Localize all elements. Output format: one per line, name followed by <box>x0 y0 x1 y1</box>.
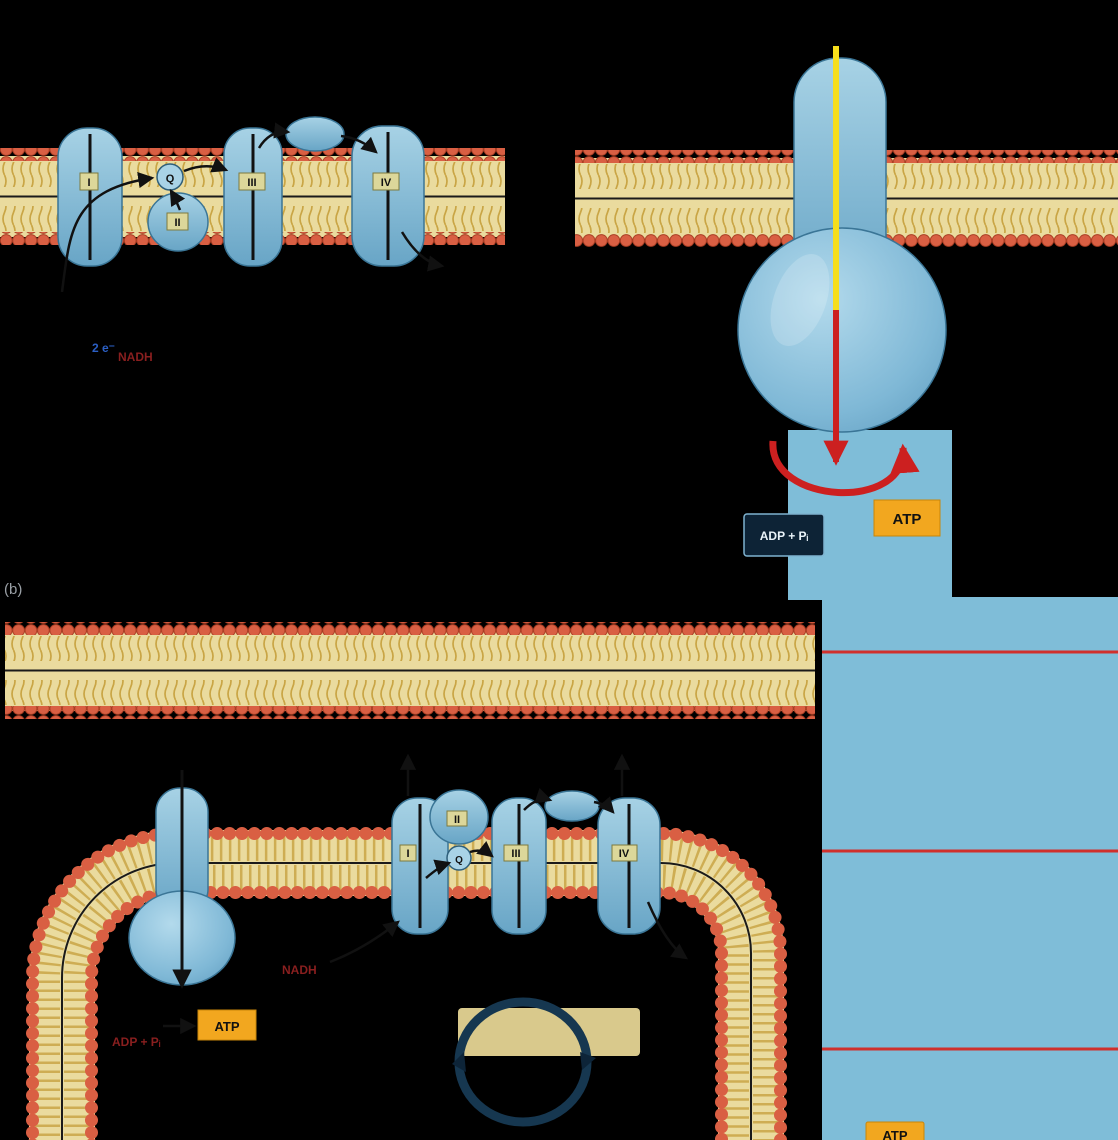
electron-flow-arrow <box>400 231 445 272</box>
cycle-arrowhead <box>452 1052 466 1072</box>
electron-flow-arrows <box>163 753 688 1035</box>
electron-flow-arrows <box>60 122 445 293</box>
atp-box-frame <box>873 499 941 537</box>
atp-synthase-head <box>737 227 947 433</box>
ubiquinone-carrier <box>446 845 472 871</box>
atp-label-box-small: ATP <box>197 1009 257 1041</box>
complex-iv-label: IV <box>619 848 630 860</box>
electron-flow-arrow <box>183 157 229 173</box>
complex-iii-label: III <box>247 177 256 189</box>
electron-transport-chain: I Q II III IV 2 e⁻ NADH <box>57 116 445 364</box>
atp-label: ATP <box>882 1128 907 1140</box>
phospholipid-heads-row <box>5 622 815 635</box>
electron-flow-arrow <box>646 901 688 960</box>
complex-iv-label-box <box>372 172 400 191</box>
complex-i-label: I <box>87 177 90 189</box>
complex-iv-label-box <box>611 844 638 862</box>
adp-pi-label: ADP + Pᵢ <box>760 529 809 543</box>
cytochrome-c-carrier <box>544 790 600 822</box>
electron-flow-arrow <box>425 859 452 879</box>
highlight-shape <box>770 254 830 346</box>
cycle-label-box <box>458 1008 640 1056</box>
adp-pi-box-frame <box>743 513 825 557</box>
lipid-tails-row <box>5 680 815 705</box>
adp-pi-label: ADP + Pᵢ <box>112 1035 161 1049</box>
atp-label-box: ATP <box>873 499 941 537</box>
cytochrome-c-carrier <box>285 116 345 152</box>
electron-flow-arrow <box>169 188 186 211</box>
complex-ii-label-box <box>166 212 189 231</box>
complex-i-label-box <box>399 844 417 862</box>
electron-count-label: 2 e⁻ <box>92 341 115 355</box>
electron-flow-arrow <box>60 172 155 293</box>
complex-i-label: I <box>406 848 409 860</box>
complex-iv-label: IV <box>381 177 392 189</box>
complex-ii-label: II <box>454 814 460 826</box>
atp-label: ATP <box>893 511 922 528</box>
complex-iii-label: III <box>511 848 520 860</box>
nadh-input-arrow <box>329 920 400 964</box>
atp-box-frame <box>865 1121 925 1140</box>
atp-label: ATP <box>214 1019 239 1034</box>
adp-pi-box: ADP + Pᵢ <box>743 513 825 557</box>
electron-flow-arrow <box>469 841 494 858</box>
electron-flow-arrow <box>593 796 615 814</box>
electron-flow-arrow <box>340 134 378 154</box>
complex-ii-label-box <box>446 810 468 827</box>
atp-label-box-bottom-right: ATP <box>865 1121 925 1140</box>
matrix-region <box>788 430 1118 1140</box>
electron-transport-chain-small: I II Q III IV <box>163 753 688 1035</box>
lipid-tails-row <box>5 636 815 661</box>
atp-box-frame <box>197 1009 257 1041</box>
nadh-label: NADH <box>282 963 317 977</box>
electron-flow-arrow <box>257 122 291 149</box>
complex-iii-label-box <box>503 844 529 862</box>
ubiquinone-label: Q <box>455 855 463 866</box>
complex-iii-label-box <box>238 172 266 191</box>
outer-mitochondrial-membrane <box>5 622 815 719</box>
rotation-arrow <box>769 440 920 497</box>
nadh-label: NADH <box>118 350 153 364</box>
atp-synthase-small <box>128 770 236 989</box>
matrix-fill-lower <box>822 597 1118 1140</box>
complex-i-label-box <box>79 172 99 191</box>
phospholipid-heads-row <box>5 706 815 719</box>
cycle-arrowhead <box>580 1052 596 1070</box>
panel-letter-b: (b) <box>4 581 22 598</box>
ubiquinone-label: Q <box>166 173 175 185</box>
citric-acid-cycle <box>452 997 640 1127</box>
atp-synthase-large <box>737 46 947 497</box>
complex-ii-label: II <box>174 217 180 229</box>
electron-flow-arrow <box>523 787 553 811</box>
